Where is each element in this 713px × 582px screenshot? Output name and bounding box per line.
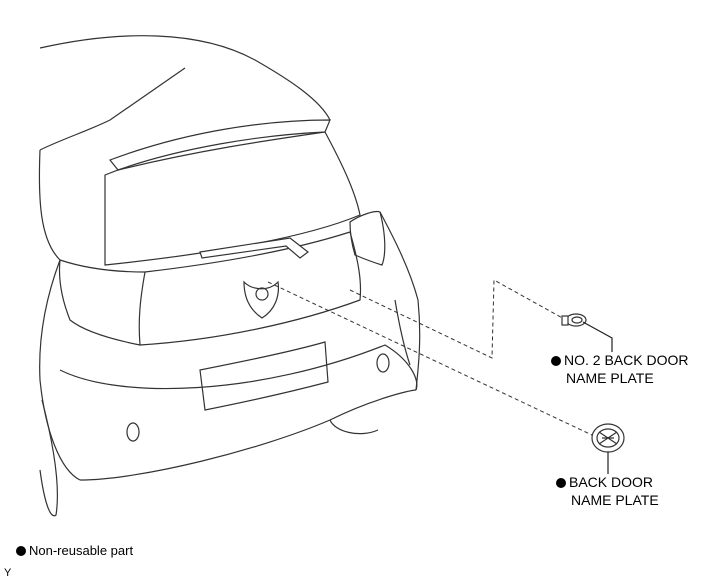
legend: Non-reusable part [16, 542, 133, 560]
back-plate-label-line2: NAME PLATE [571, 492, 659, 508]
non-reusable-dot-icon [16, 546, 26, 556]
corner-code: Y [4, 567, 12, 579]
back-door-name-plate-part [591, 423, 625, 474]
no2-back-door-name-plate-label: NO. 2 BACK DOOR NAME PLATE [551, 351, 688, 387]
vehicle-rear-illustration [38, 35, 421, 517]
non-reusable-dot-icon [556, 478, 566, 488]
no2-back-door-name-plate-part [561, 313, 613, 352]
back-plate-label-line1: BACK DOOR [569, 474, 654, 490]
non-reusable-dot-icon [551, 356, 561, 366]
installation-guide-lines [267, 279, 595, 437]
back-door-name-plate-label: BACK DOOR NAME PLATE [556, 473, 659, 509]
no2-plate-label-line2: NAME PLATE [566, 370, 654, 386]
legend-non-reusable-text: Non-reusable part [29, 543, 134, 558]
no2-plate-label-line1: NO. 2 BACK DOOR [564, 352, 689, 368]
